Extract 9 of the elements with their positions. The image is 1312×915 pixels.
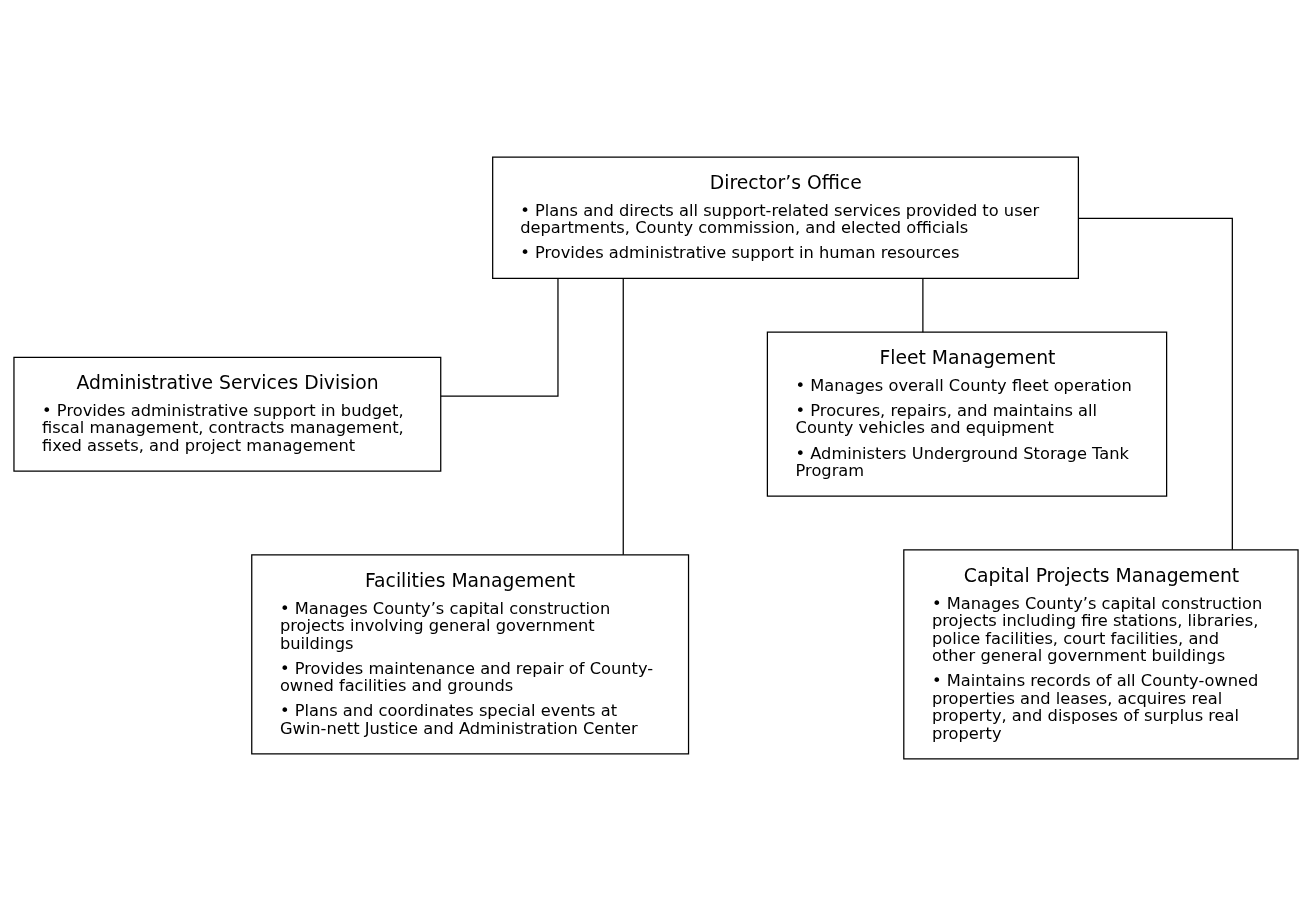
node-box: Administrative Services Division • Provides administrative support in budget, fiscal management, contracts management, fixed assets, and project management [13, 356, 442, 472]
connector [622, 277, 624, 555]
node-box: Facilities Management • Manages County’s capital construction projects involving general government buildings • Provides maintenance and repair of County-owned facilities and grounds • Plans and coordinates special events at Gwin-nett Justice and Administration Center [251, 553, 690, 755]
connector [1077, 217, 1233, 550]
node-box: Director’s Office • Plans and directs all support-related services provided to user departments, County commission, and elected officials • Provides administrative support in human resources [492, 155, 1079, 279]
connector [440, 277, 559, 397]
node-box: Fleet Management • Manages overall County fleet operation • Procures, repairs, and maintains all County vehicles and equipment • Administers Underground Storage Tank Program [766, 331, 1168, 497]
node-box: Capital Projects Management • Manages County’s capital construction projects including fire stations, libraries, police facilities, court facilities, and other general government buildings • Maintains records of all County-owned properties and leases, acquires real property, and disposes of surplus real property [903, 548, 1299, 760]
connector [922, 277, 924, 333]
